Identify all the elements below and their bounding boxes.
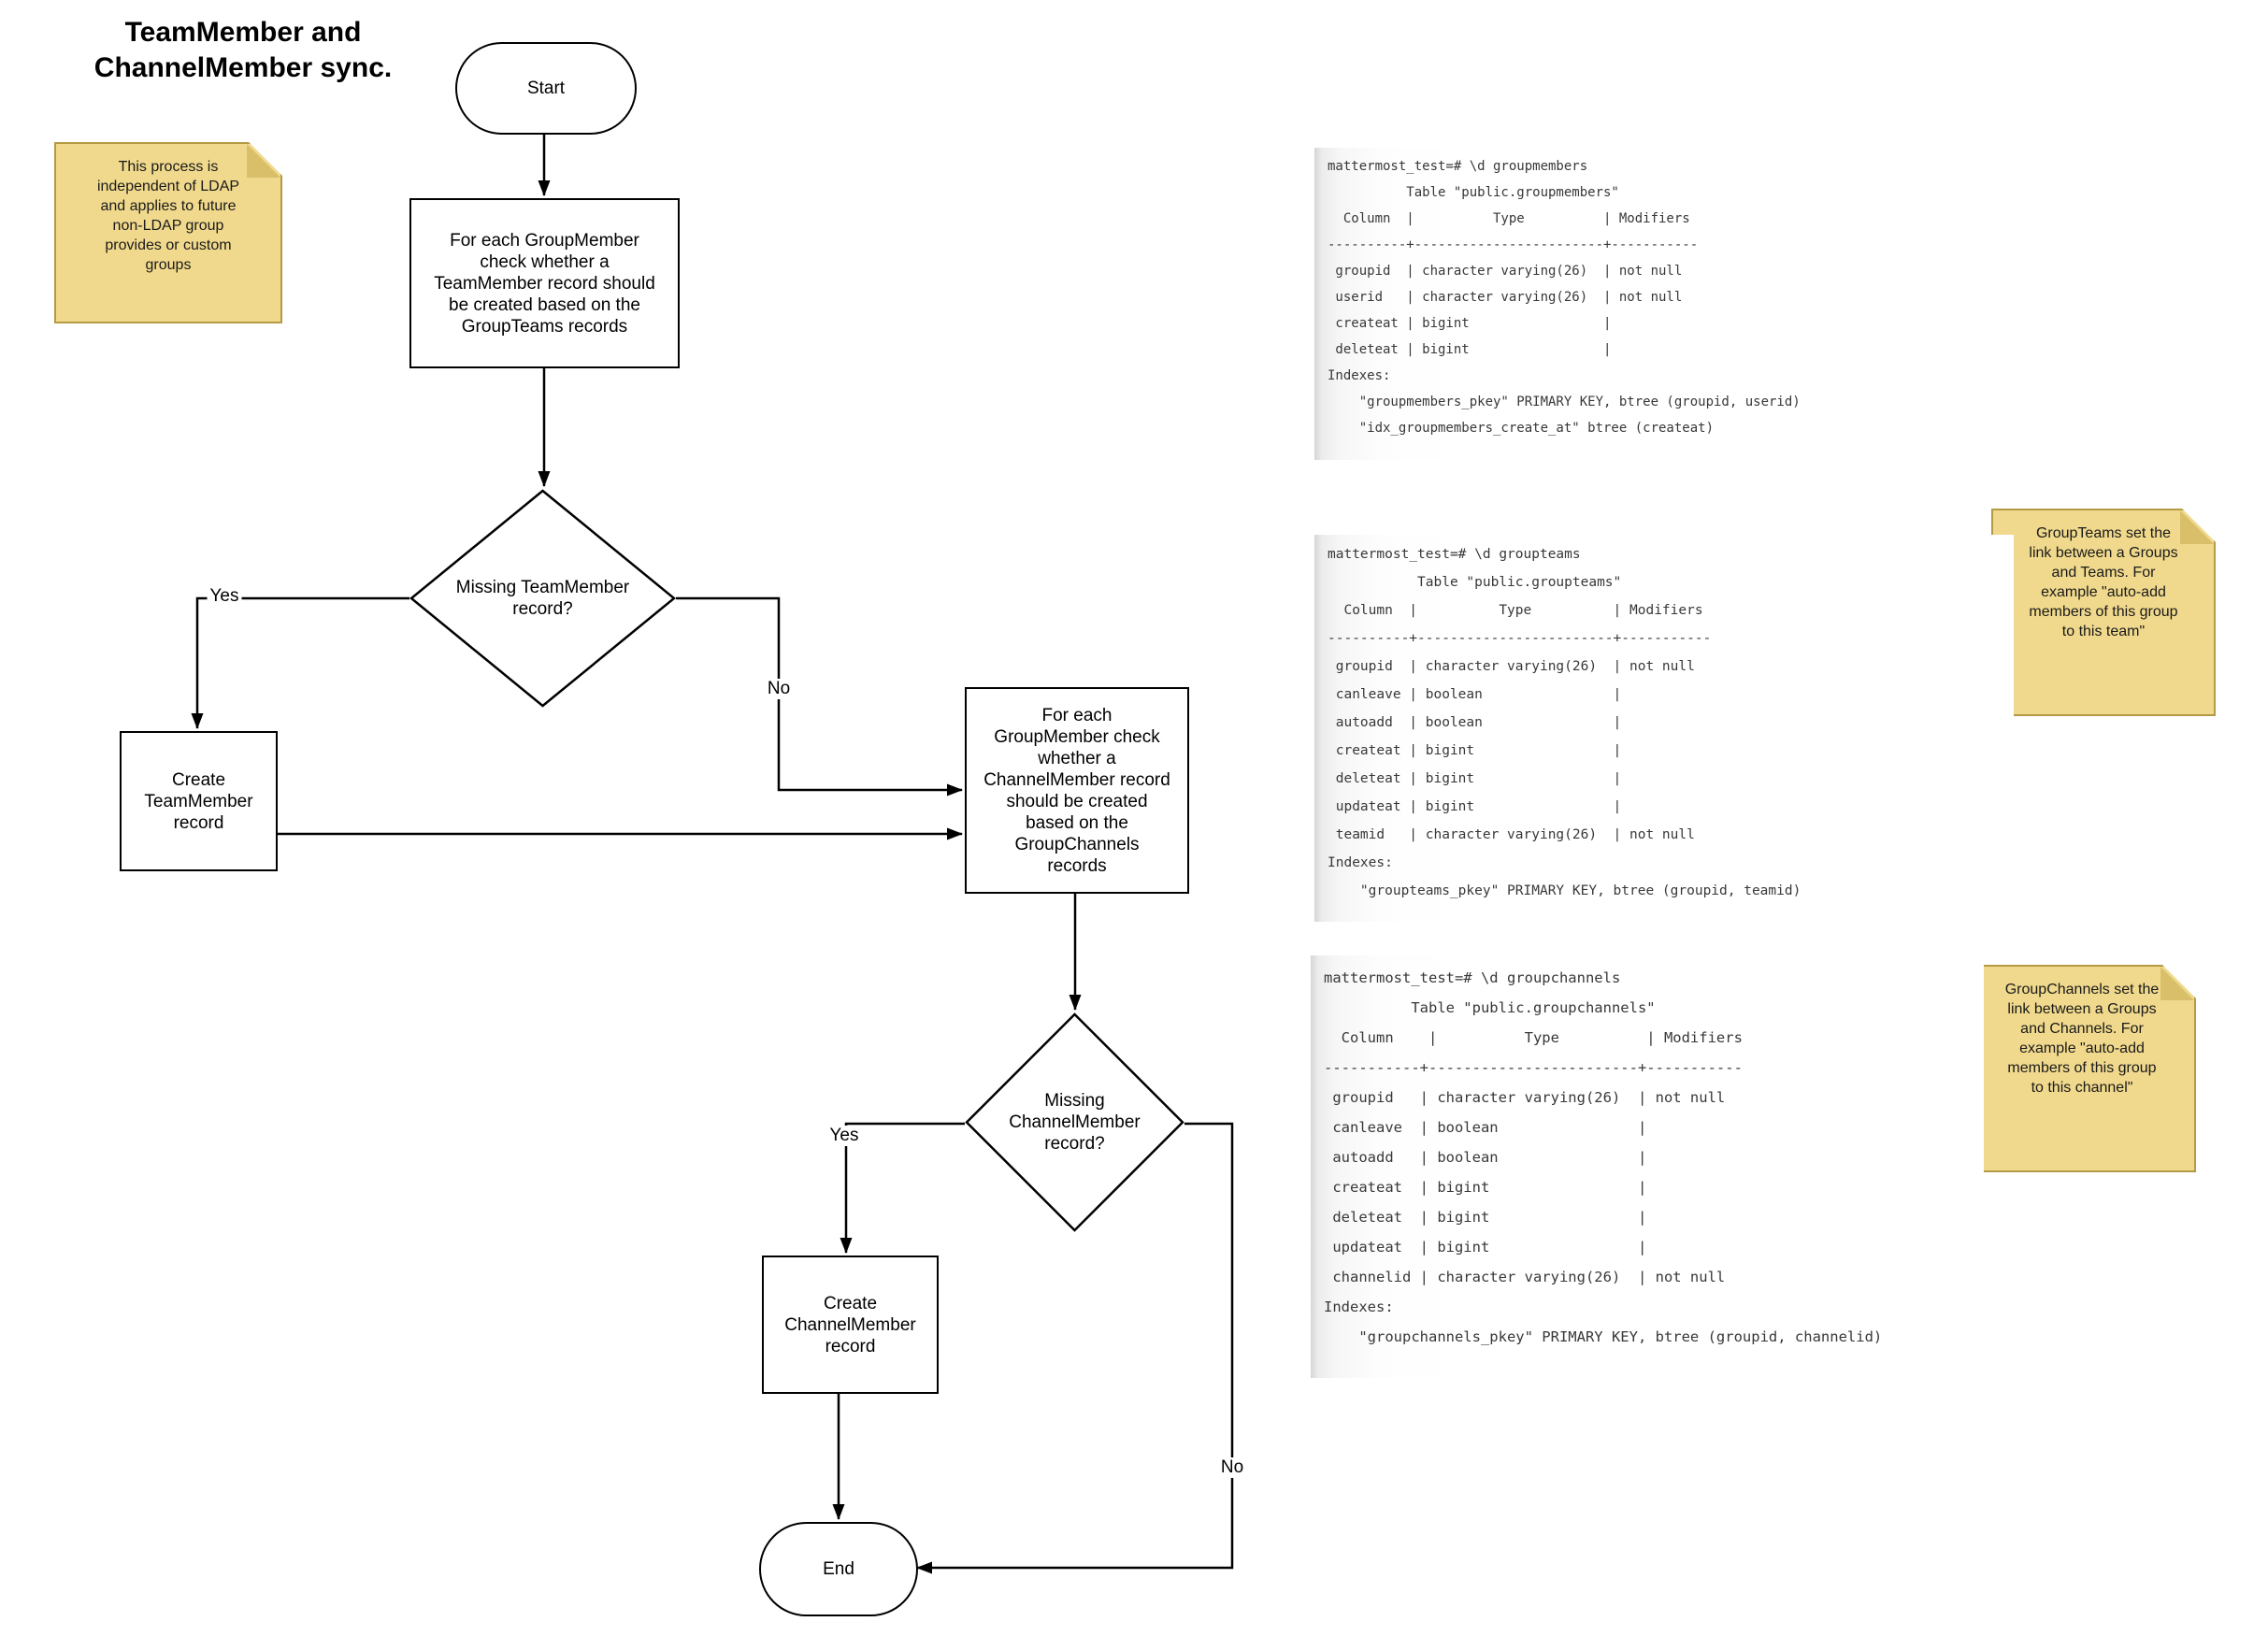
edge-label-no-channelmember: No: [1217, 1457, 1247, 1478]
process-create-teammember: Create TeamMember record: [120, 731, 278, 871]
decision-missing-teammember: Missing TeamMember record?: [409, 489, 676, 708]
sticky-note-groupteams-text: GroupTeams set the link between a Groups…: [2029, 525, 2178, 639]
diamond-shape: [965, 1012, 1184, 1232]
diamond-shape: [409, 489, 676, 708]
process-create-channelmember-label: Create ChannelMember record: [784, 1293, 916, 1356]
decision-missing-teammember-label: Missing TeamMember record?: [455, 578, 630, 619]
diagram-title: TeamMember and ChannelMember sync.: [93, 17, 393, 83]
terminal-groupchannels-schema: mattermost_test=# \d groupchannels Table…: [1311, 955, 1984, 1378]
sticky-note-groupchannels: GroupChannels set the link between a Gro…: [1968, 965, 2196, 1172]
edge-label-no-teammember: No: [764, 679, 794, 699]
process-check-channelmember: For each GroupMember check whether a Cha…: [965, 687, 1189, 894]
terminal-groupteams-schema: mattermost_test=# \d groupteams Table "p…: [1314, 535, 2014, 922]
terminal-groupmembers-schema: mattermost_test=# \d groupmembers Table …: [1314, 148, 2032, 460]
edge-label-yes-channelmember: Yes: [826, 1126, 862, 1146]
sticky-note-process: This process is independent of LDAP and …: [54, 142, 282, 323]
sticky-note-groupchannels-text: GroupChannels set the link between a Gro…: [2004, 982, 2160, 1096]
process-check-channelmember-label: For each GroupMember check whether a Cha…: [983, 705, 1170, 876]
end-node-label: End: [823, 1559, 854, 1579]
process-create-channelmember: Create ChannelMember record: [762, 1256, 939, 1394]
process-create-teammember-label: Create TeamMember record: [144, 769, 253, 833]
edge-missing-channelmember-no-to-end: [916, 1122, 1234, 1574]
process-check-teammember-label: For each GroupMember check whether a Tea…: [434, 230, 655, 337]
edge-missing-teammember-yes-to-create-teammember: [191, 596, 409, 729]
sticky-note-process-text: This process is independent of LDAP and …: [96, 159, 240, 273]
edge-label-yes-teammember: Yes: [207, 586, 242, 607]
end-node: End: [759, 1522, 918, 1616]
start-node: Start: [455, 42, 637, 135]
start-node-label: Start: [526, 79, 566, 98]
edge-missing-teammember-no-to-check-channelmember: [676, 596, 963, 796]
process-check-teammember: For each GroupMember check whether a Tea…: [409, 198, 680, 368]
sticky-note-groupteams: GroupTeams set the link between a Groups…: [1991, 509, 2216, 716]
edge-missing-channelmember-yes-to-create-channelmember: [840, 1122, 965, 1254]
decision-missing-channelmember-label: Missing ChannelMember record?: [1009, 1091, 1141, 1154]
decision-missing-channelmember: Missing ChannelMember record?: [965, 1012, 1184, 1232]
